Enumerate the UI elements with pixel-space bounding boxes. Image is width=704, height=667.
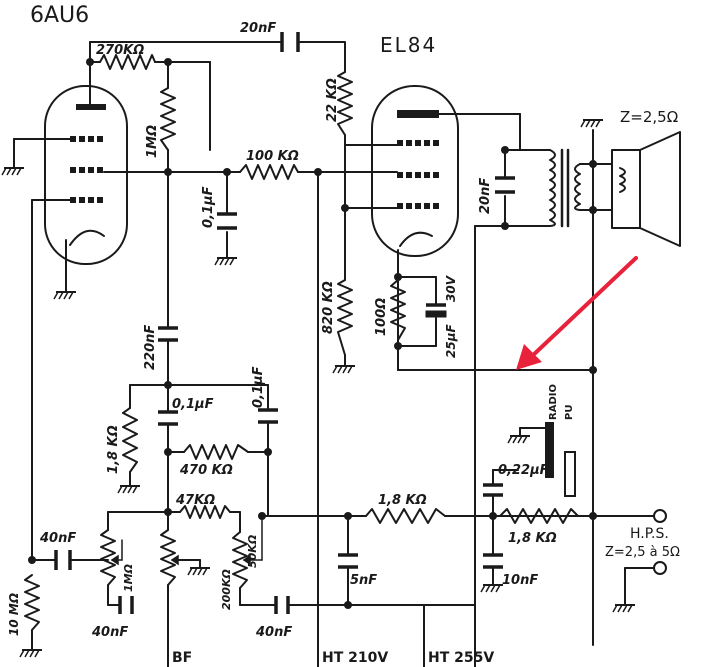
label-r-47k: 47KΩ: [175, 493, 215, 508]
label-c-40n-lo: 40nF: [91, 625, 128, 640]
label-c-220n: 220nF: [143, 325, 158, 370]
label-c-40n-in: 40nF: [39, 531, 76, 546]
label-c-01u-a: 0,1µF: [172, 397, 214, 412]
label-r-10m: 10 MΩ: [7, 593, 21, 636]
label-r-100-cath: 100Ω: [374, 298, 389, 336]
rail-bf: BF: [172, 650, 192, 666]
pot-wipers: [110, 515, 263, 566]
tube-6au6-label: 6AU6: [30, 3, 89, 28]
label-c-022u: 0,22µF: [498, 463, 549, 478]
label-r-22k: 22 KΩ: [325, 78, 340, 122]
label-r-1k8-a: 1,8 KΩ: [378, 493, 427, 508]
rail-ht255: HT 255V: [428, 650, 494, 666]
label-r-470k: 470 KΩ: [179, 463, 233, 478]
label-c-5n: 5nF: [350, 573, 377, 588]
speaker-icon: [611, 131, 681, 247]
capacitors: [54, 32, 515, 614]
label-c-01u-grid: 0,1µF: [201, 186, 216, 228]
junctions: [28, 58, 597, 609]
rail-ht210: HT 210V: [322, 650, 388, 666]
wiring: [13, 41, 661, 667]
label-r-100k: 100 KΩ: [246, 149, 299, 164]
label-r-1k8-b: 1,8 KΩ: [508, 531, 557, 546]
label-hps-z: Z=2,5 à 5Ω: [605, 545, 680, 560]
label-sw-pu: PU: [564, 405, 575, 420]
label-p-1m: 1MΩ: [122, 564, 135, 592]
red-arrow-icon: [516, 256, 638, 370]
label-hps: H.P.S.: [630, 526, 669, 542]
label-c-10n: 10nF: [502, 573, 538, 588]
label-r-820k: 820 KΩ: [321, 281, 336, 334]
label-sw-radio: RADIO: [548, 384, 559, 420]
label-r-1m-plate: 1MΩ: [145, 125, 160, 158]
tube-el84-label: EL84: [380, 33, 437, 57]
radio-pu-switch[interactable]: [545, 422, 576, 497]
label-c-25u: 25µF: [444, 323, 458, 358]
label-speaker-z: Z=2,5Ω: [620, 108, 678, 126]
label-c-20n-out: 20nF: [478, 178, 493, 214]
label-v-30v: 30V: [444, 274, 458, 302]
label-p-50k: 50KΩ: [246, 535, 259, 568]
output-transformer: [549, 148, 594, 228]
tube-6au6: [44, 85, 128, 265]
label-c-20n-top: 20nF: [240, 21, 276, 36]
label-r-1k8-tone: 1,8 KΩ: [106, 425, 121, 474]
label-c-01u-b: 0,1µF: [251, 366, 266, 408]
hps-terminals[interactable]: [653, 509, 667, 575]
label-p-200k: 200KΩ: [220, 569, 233, 610]
label-c-40n-fb: 40nF: [255, 625, 292, 640]
resistors: [24, 54, 579, 631]
label-r-270k: 270KΩ: [96, 43, 144, 58]
labels: 6AU6 EL84 270KΩ 20nF 22 KΩ 1MΩ 100 KΩ 0,…: [7, 3, 680, 666]
